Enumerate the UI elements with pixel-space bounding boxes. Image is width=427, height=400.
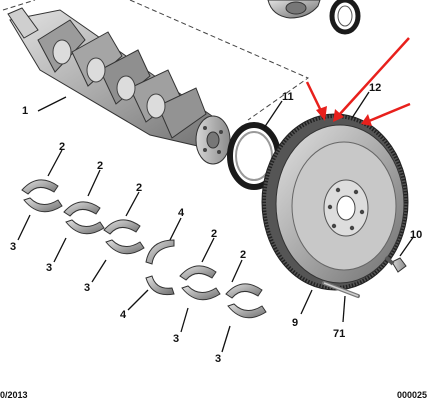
callout-bearing-shell: 2 [97,160,103,172]
dowel-pin [322,281,360,298]
bearing-shell [225,283,267,319]
thrust-washer [145,239,175,296]
callout-dowel-pin: 71 [333,328,345,340]
callout-oil-seal: 11 [282,91,294,103]
flywheel-bolt [384,255,407,273]
callout-bearing-shell: 2 [211,228,217,240]
callout-crankshaft: 1 [22,105,28,117]
footer-date: 0/2013 [0,390,28,400]
crankshaft [7,7,231,165]
callout-bearing-shell: 2 [136,182,142,194]
callout-bearing-shell: 2 [59,141,65,153]
footer: 0/2013 000025 [0,390,427,400]
callout-ring-gear: 12 [369,82,381,94]
callout-labels: 1 11 12 10 9 71 2 2 2 2 2 3 3 3 3 3 4 4 [10,82,422,365]
bearing-shell [179,265,221,301]
callout-bearing-shell-lower: 3 [10,241,16,253]
highlight-arrows [305,37,411,126]
footer-code: 000025 [397,390,427,400]
callout-bearing-shell-lower: 3 [84,282,90,294]
callout-thrust-washer: 4 [120,309,127,321]
callout-bearing-shell-lower: 3 [215,353,221,365]
leader-lines [17,91,415,353]
red-arrow [361,102,411,126]
red-arrow [305,81,327,121]
callout-flywheel: 9 [292,317,298,329]
bearing-shell [63,201,105,235]
pulley-hub-fragment [267,0,361,35]
callout-bearing-shell-lower: 3 [46,262,52,274]
red-arrow [333,37,410,122]
callout-bearing-shell: 2 [240,249,246,261]
callout-flywheel-bolt: 10 [410,229,422,241]
callout-bearing-shell-lower: 3 [173,333,179,345]
bearing-shell [103,219,145,255]
bearing-shell [21,179,63,213]
flywheel [261,113,409,291]
engine-block-outline [2,0,310,121]
main-bearing-shells [21,179,267,319]
callout-thrust-washer: 4 [178,207,185,219]
